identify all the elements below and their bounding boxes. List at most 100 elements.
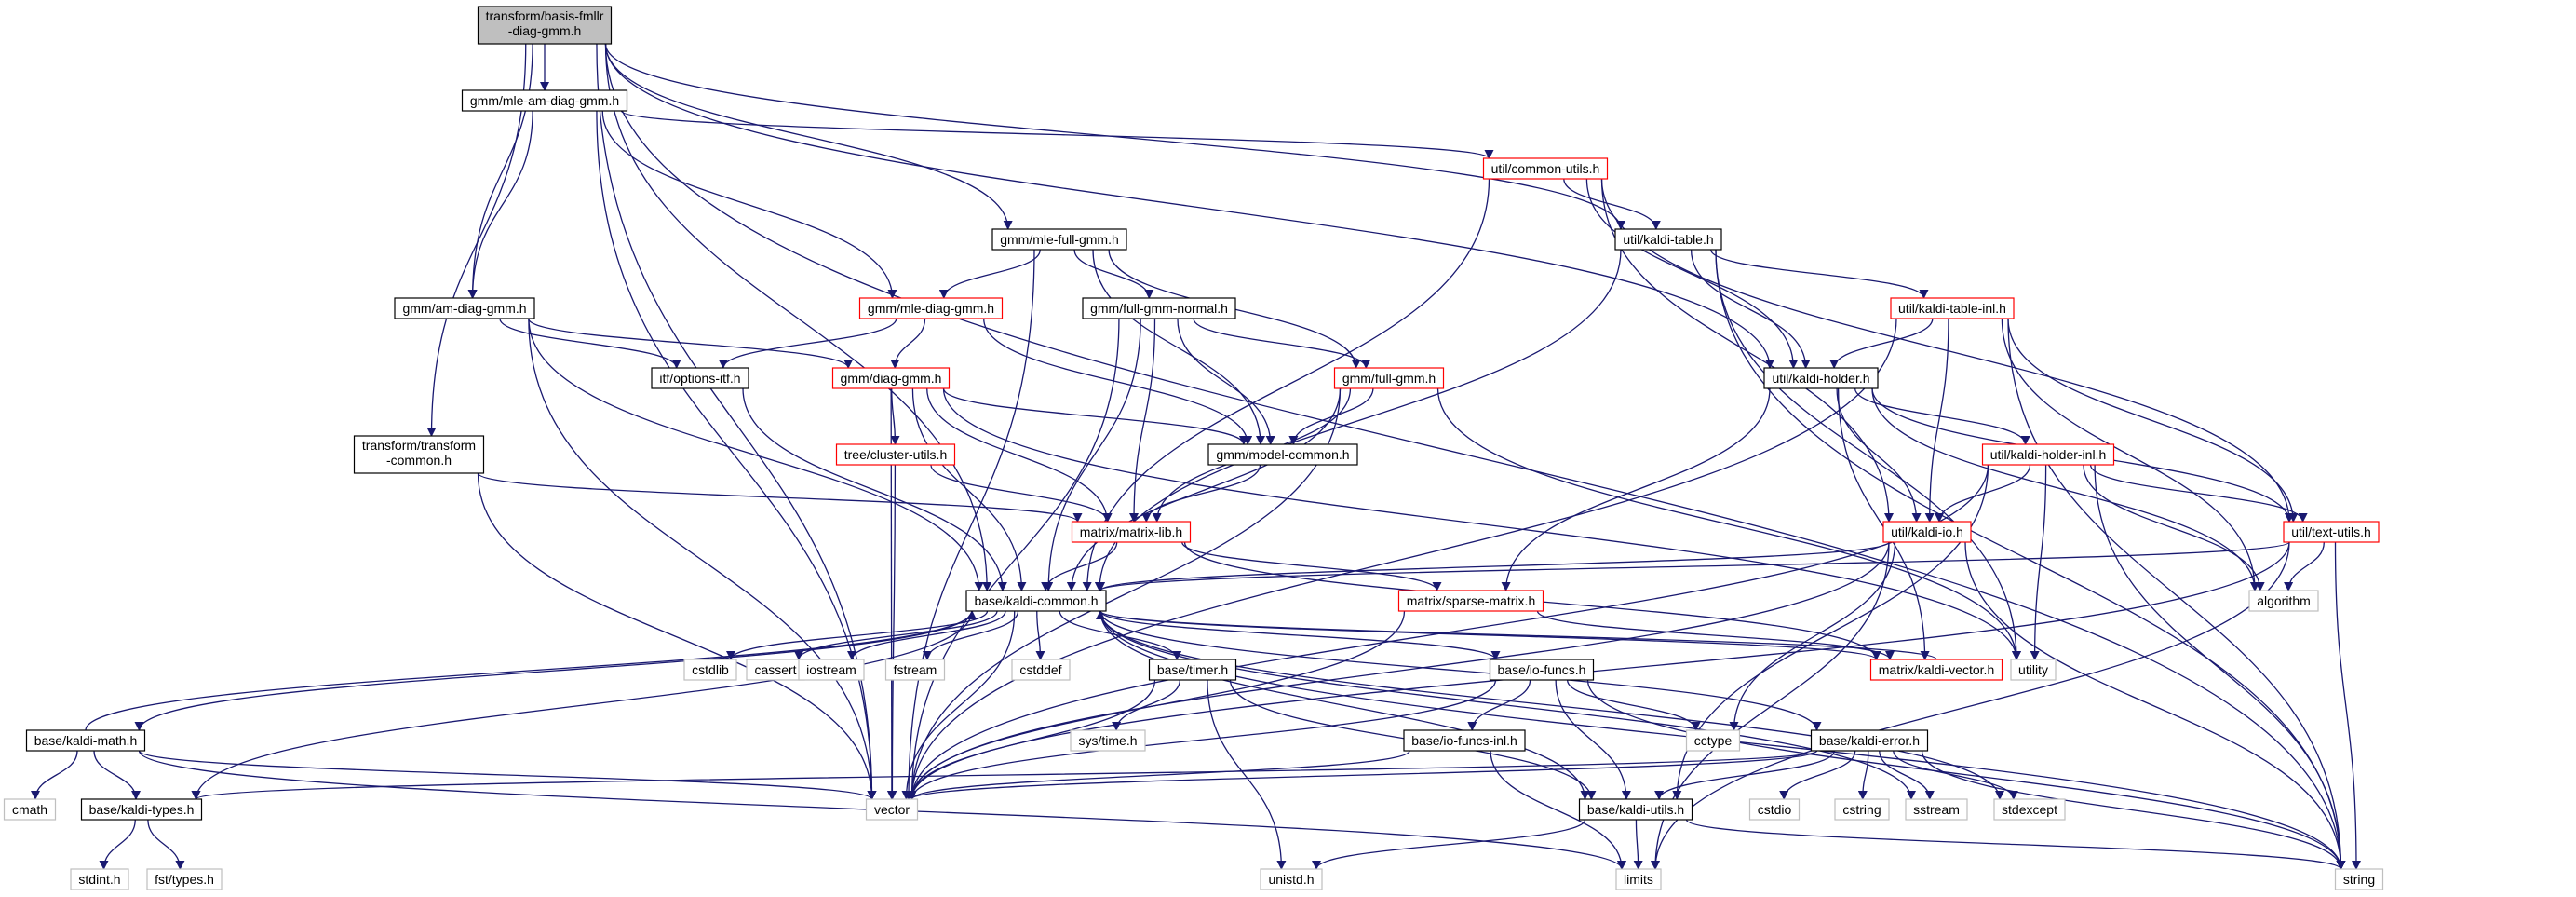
node-box-iofuncs [1489,659,1595,681]
node-fullgmm[interactable]: gmm/full-gmm.h [1333,367,1445,389]
node-label-cstring: cstring [1842,802,1881,817]
node-root[interactable]: transform/basis-fmllr-diag-gmm.h [477,6,613,45]
edge-kaldicommon-to-kaldierror [1099,610,1822,731]
node-amdiag[interactable]: gmm/am-diag-gmm.h [394,297,535,319]
node-label-timer: base/timer.h [1157,662,1228,677]
node-sparsematrix[interactable]: matrix/sparse-matrix.h [1397,590,1544,612]
node-box-limits [1615,868,1662,890]
node-label-root-line1: transform/basis-fmllr [486,8,604,23]
edge-iofuncs-to-cctype [1566,679,1701,731]
node-mlefull[interactable]: gmm/mle-full-gmm.h [991,228,1127,251]
node-box-mleam [461,89,628,112]
node-holderinl[interactable]: util/kaldi-holder-inl.h [1981,443,2115,466]
edge-kaldicommon-to-fstream [923,610,1019,660]
node-kaldiio[interactable]: util/kaldi-io.h [1882,521,1972,543]
edge-iofuncs-to-iofuncsinl [1467,679,1531,731]
edge-kaldicommon-to-cassert [794,610,998,660]
node-box-kaldicommon [965,590,1107,612]
node-kaldimath[interactable]: base/kaldi-math.h [25,729,146,752]
node-label-iofuncs: base/io-funcs.h [1498,662,1586,677]
node-box-transcommon [353,435,485,474]
edge-amdiag-to-vector [528,318,877,800]
node-kalditable[interactable]: util/kaldi-table.h [1614,228,1722,251]
edge-fullnormal-to-matrixlib [1129,318,1156,523]
node-timer[interactable]: base/timer.h [1148,659,1237,681]
node-matrixlib[interactable]: matrix/matrix-lib.h [1071,521,1192,543]
edge-iofuncs-to-vector [907,679,1497,800]
node-box-diaggmm [831,367,951,389]
node-textutils[interactable]: util/text-utils.h [2283,521,2380,543]
node-box-systime [1070,729,1146,752]
edge-sparsematrix-to-vector [907,610,1406,800]
edge-kaldimath-to-kalditypes [93,750,141,800]
node-kaldiholder[interactable]: util/kaldi-holder.h [1763,367,1879,389]
node-tableinl[interactable]: util/kaldi-table-inl.h [1890,297,2015,319]
edge-kaldicommon-to-iostream [847,610,1006,660]
edge-kaldierror-to-string [1921,750,2346,870]
node-box-sstream [1905,798,1968,821]
edge-kaldierror-to-kaldiutils [1654,750,1835,800]
node-iofuncsinl[interactable]: base/io-funcs-inl.h [1403,729,1526,752]
edge-kaldicommon-to-cstdlib [726,610,989,660]
node-label-fullgmm: gmm/full-gmm.h [1342,371,1436,386]
node-commonutils[interactable]: util/common-utils.h [1482,157,1609,180]
node-kaldiutils[interactable]: base/kaldi-utils.h [1578,798,1693,821]
edge-kalditypes-to-fsttypes [147,819,185,870]
edge-textutils-to-algorithm [2284,541,2325,591]
node-iofuncs[interactable]: base/io-funcs.h [1489,659,1595,681]
node-box-matrixlib [1071,521,1192,543]
node-clusterutils[interactable]: tree/cluster-utils.h [835,443,956,466]
node-label-systime: sys/time.h [1078,733,1137,748]
node-fullnormal[interactable]: gmm/full-gmm-normal.h [1082,297,1236,319]
node-box-utility [2010,659,2057,681]
node-cstdio: cstdio [1748,798,1801,821]
node-label-root-line2: -diag-gmm.h [508,23,582,38]
edge-iofuncsinl-to-vector [907,750,1410,800]
edge-tableinl-to-vector [907,318,1897,800]
edge-kaldimath-to-vector [138,750,877,800]
node-optionsitf[interactable]: itf/options-itf.h [651,367,749,389]
node-kaldicommon[interactable]: base/kaldi-common.h [965,590,1107,612]
node-transcommon[interactable]: transform/transform-common.h [353,435,485,474]
node-label-kaldivector: matrix/kaldi-vector.h [1879,662,1994,677]
node-label-algorithm: algorithm [2257,593,2311,608]
node-mlediag[interactable]: gmm/mle-diag-gmm.h [858,297,1004,319]
node-label-sstream: sstream [1913,802,1960,817]
node-iostream: iostream [798,659,865,681]
node-kalditypes[interactable]: base/kaldi-types.h [80,798,203,821]
edge-kaldierror-to-vector [907,750,1818,800]
edge-matrixlib-to-sparsematrix [1181,541,1442,591]
node-kaldierror[interactable]: base/kaldi-error.h [1810,729,1929,752]
node-label-textutils: util/text-utils.h [2291,524,2371,539]
node-algorithm: algorithm [2248,590,2319,612]
node-label-matrixlib: matrix/matrix-lib.h [1080,524,1182,539]
edge-kaldierror-to-sstream [1879,750,1935,800]
node-label-kaldiutils: base/kaldi-utils.h [1587,802,1684,817]
edge-tableinl-to-textutils [2007,318,2299,523]
node-diaggmm[interactable]: gmm/diag-gmm.h [831,367,951,389]
node-label-unistd: unistd.h [1268,872,1314,887]
node-label-cstddef: cstddef [1019,662,1061,677]
node-box-cmath [3,798,57,821]
edge-textutils-to-kaldicommon [1096,541,2290,591]
node-modelcommon[interactable]: gmm/model-common.h [1207,443,1358,466]
edge-kalditable-to-tableinl [1710,249,1929,299]
edge-mleam-to-commonutils [620,110,1494,159]
node-label-kalditypes: base/kaldi-types.h [89,802,195,817]
node-cstddef: cstddef [1011,659,1071,681]
edge-kaldierror-to-cstdio [1779,750,1856,800]
node-box-kalditypes [80,798,203,821]
edge-kaldivector-to-kaldicommon [1096,610,1937,660]
edge-mlediag-to-optionsitf [718,318,897,369]
node-box-optionsitf [651,367,749,389]
node-label-string: string [2343,872,2375,887]
node-kaldivector[interactable]: matrix/kaldi-vector.h [1869,659,2003,681]
node-label-iostream: iostream [806,662,856,677]
edge-amdiag-to-kaldicommon [528,318,984,591]
node-mleam[interactable]: gmm/mle-am-diag-gmm.h [461,89,628,112]
edge-kalditypes-to-stdint [99,819,136,870]
edge-transcommon-to-vector [477,472,877,800]
edge-diaggmm-to-clusterutils [890,387,900,445]
node-label-diaggmm: gmm/diag-gmm.h [841,371,942,386]
edge-kaldiholder-to-algorithm [1871,387,2259,591]
